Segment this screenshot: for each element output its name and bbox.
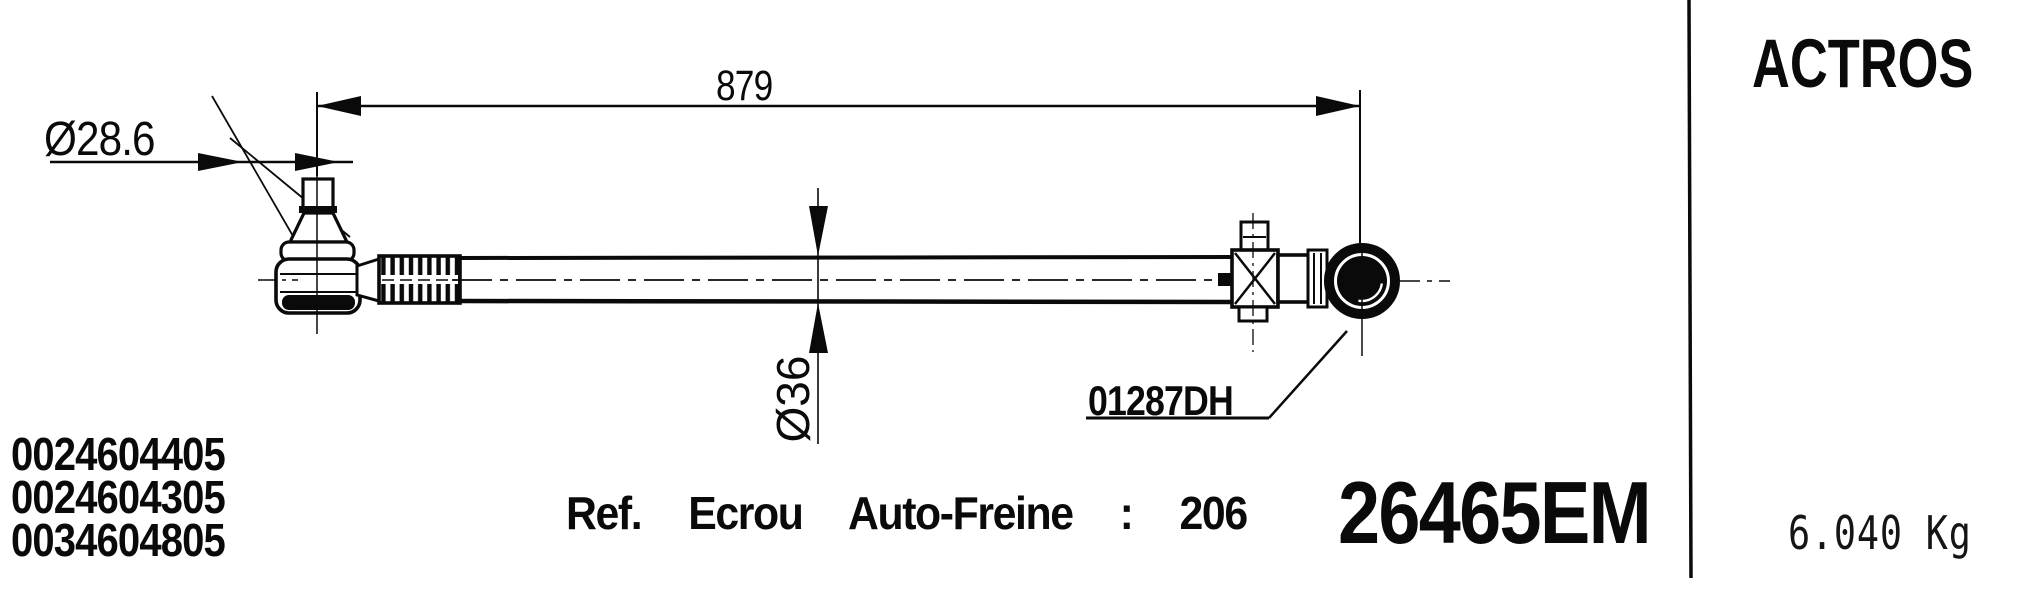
- dim36-arrow-down: [809, 206, 828, 256]
- nut-note-label: Ref. Ecrou Auto-Freine : 206: [566, 487, 1248, 539]
- weight-label: 6.040 Kg: [1788, 506, 1972, 560]
- clamp-cylinder: [1276, 253, 1311, 304]
- oe-number-1: 0024604405: [11, 428, 226, 480]
- rod-diameter-dimension: [809, 188, 828, 444]
- ball-stud-taper: [287, 211, 350, 244]
- ball-ref-label: 01287DH: [1088, 377, 1234, 424]
- panel-divider: [1687, 0, 1693, 579]
- callout-arrow-2: [295, 153, 339, 171]
- dim36-arrow-up: [809, 303, 828, 353]
- housing-neck: [355, 256, 381, 303]
- rod-diameter-label: Ø36: [767, 355, 819, 443]
- length-dimension: [316, 90, 1361, 243]
- dim-arrow-left: [317, 96, 361, 116]
- stud-diameter-label: Ø28.6: [44, 113, 156, 166]
- left-ball-joint: [258, 174, 381, 334]
- dim-arrow-right: [1316, 96, 1360, 116]
- part-code-label: 26465EM: [1338, 463, 1652, 562]
- ball-ref-leader: [1086, 330, 1348, 420]
- length-dim-label: 879: [716, 62, 773, 110]
- ball-stud-top: [301, 177, 335, 211]
- rod-shaft: [452, 255, 1328, 305]
- thread-clamp-section: [377, 254, 462, 305]
- adjuster-clamp: [1230, 213, 1329, 352]
- callout-arrow-1: [198, 153, 243, 171]
- model-label: ACTROS: [1752, 25, 1974, 102]
- adjuster-stop: [1218, 273, 1233, 286]
- oe-number-3: 0034604805: [11, 514, 226, 566]
- oe-number-2: 0024604305: [11, 471, 226, 523]
- eye-ring: [1324, 243, 1450, 356]
